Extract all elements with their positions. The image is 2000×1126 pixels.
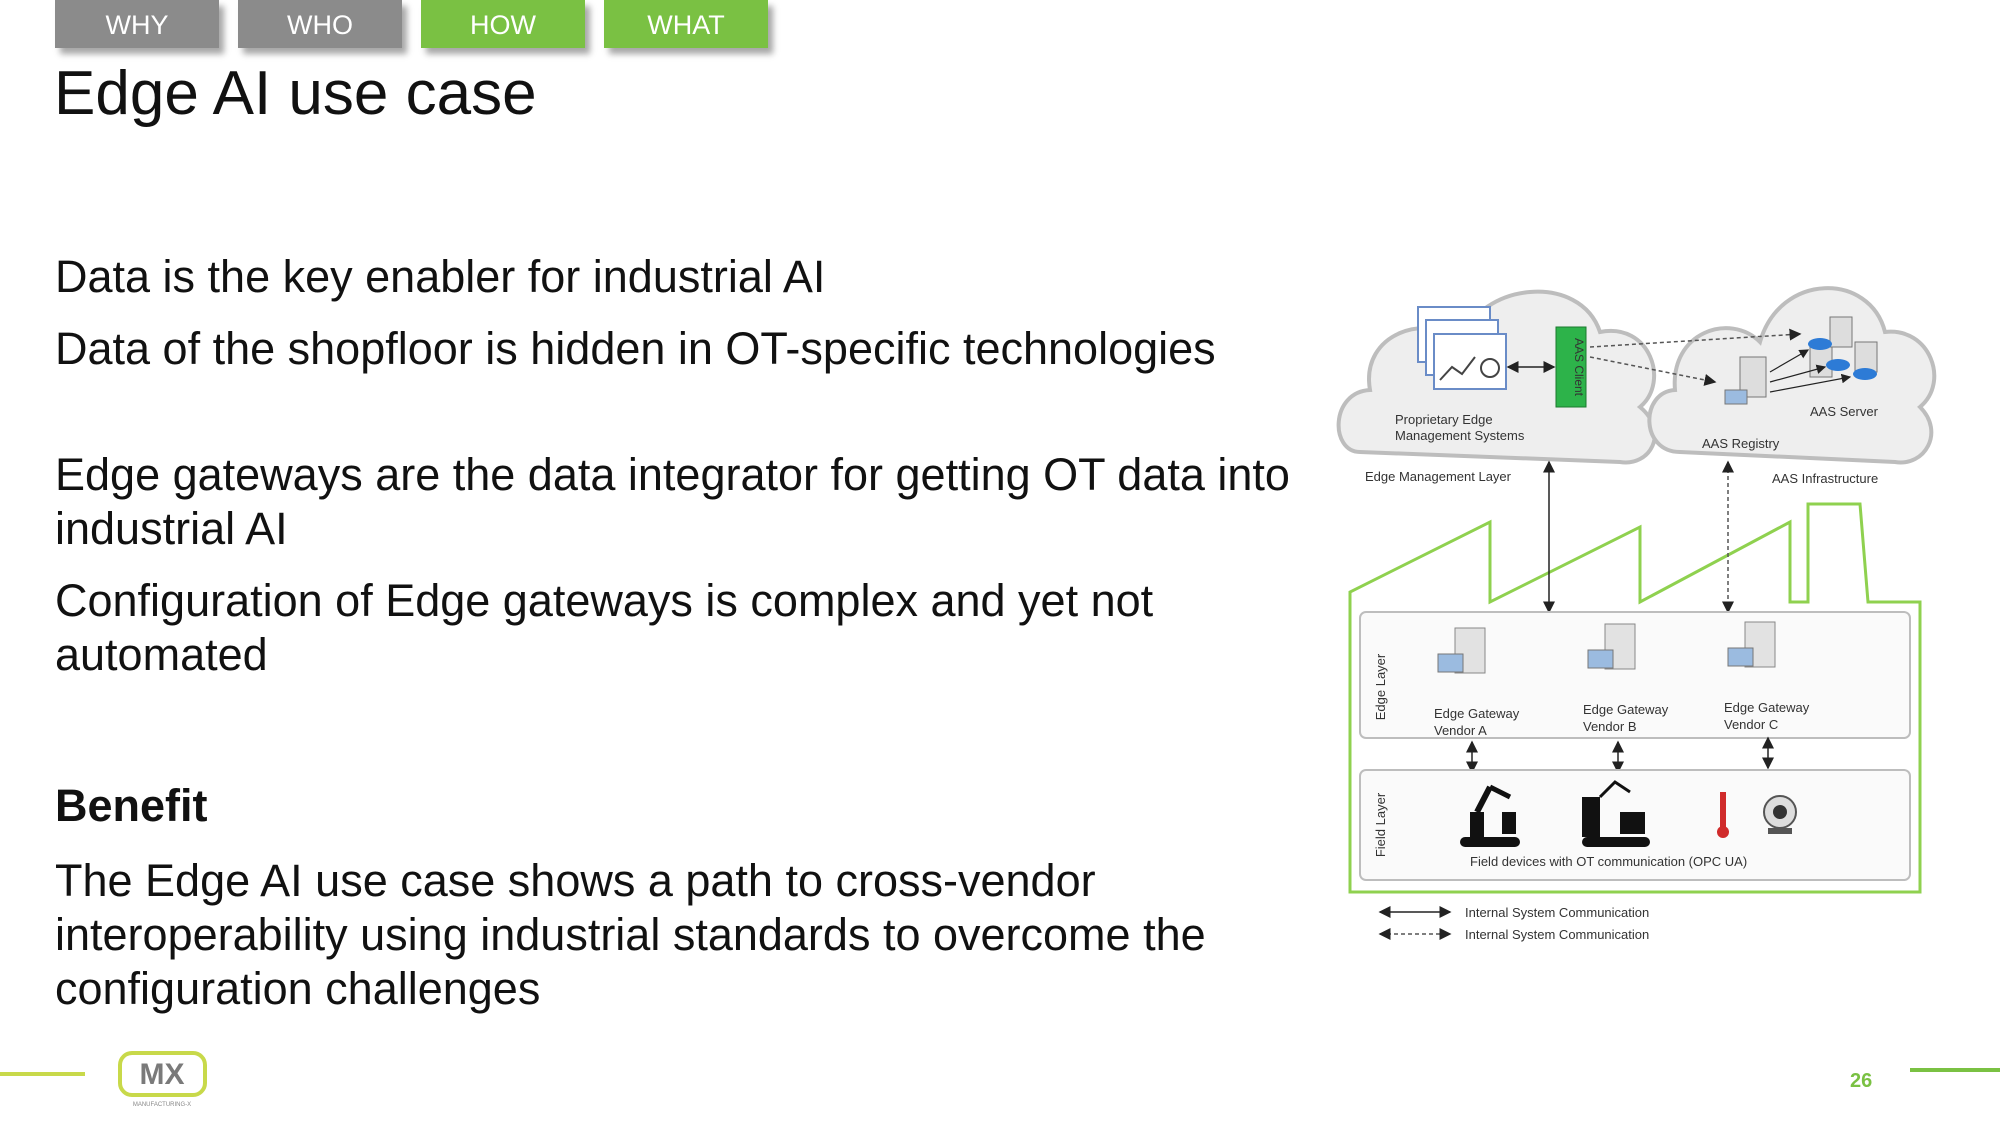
aas-infrastructure-label: AAS Infrastructure — [1772, 471, 1878, 486]
benefit-text: The Edge AI use case shows a path to cro… — [55, 855, 1206, 1014]
manufacturing-x-logo: MX MANUFACTURING-X — [118, 1051, 207, 1108]
gateway-a-label-2: Vendor A — [1434, 723, 1487, 738]
aas-server-label: AAS Server — [1810, 404, 1879, 419]
architecture-diagram: AAS Client Proprietary Edge Management S… — [1336, 286, 1937, 942]
edge-layer-label: Edge Layer — [1373, 653, 1388, 720]
gateway-c-icon — [1727, 621, 1776, 668]
camera-icon — [1763, 795, 1797, 834]
gateway-b-icon — [1587, 623, 1636, 670]
aas-registry-label: AAS Registry — [1702, 436, 1780, 451]
legend-solid-label: Internal System Communication — [1465, 905, 1649, 920]
factory-outline — [1348, 502, 1922, 894]
tab-what[interactable]: WHAT — [604, 0, 768, 48]
edge-management-layer-label: Edge Management Layer — [1365, 469, 1512, 484]
machine-icon — [1582, 780, 1650, 847]
footer-line-right — [1910, 1068, 2000, 1072]
logo-subtext: MANUFACTURING-X — [133, 1102, 191, 1108]
dashboard-windows-icon — [1417, 306, 1507, 390]
tab-who[interactable]: WHO — [238, 0, 402, 48]
gateway-a-label-1: Edge Gateway — [1434, 706, 1520, 721]
page-title: Edge AI use case — [54, 59, 537, 128]
gateway-b-label-1: Edge Gateway — [1583, 702, 1669, 717]
benefit-heading: Benefit — [55, 780, 208, 831]
gateway-c-label-2: Vendor C — [1724, 717, 1778, 732]
field-devices-label: Field devices with OT communication (OPC… — [1470, 854, 1747, 869]
page-number: 26 — [1850, 1070, 1873, 1092]
thermometer-icon — [1717, 792, 1729, 838]
robot-arm-icon — [1460, 784, 1520, 847]
gateway-a-icon — [1437, 627, 1486, 674]
bullet-item: Data of the shopfloor is hidden in OT-sp… — [55, 323, 1216, 374]
footer-line-left — [0, 1072, 85, 1076]
aas-registry-icon — [1724, 356, 1767, 405]
gateway-c-label-1: Edge Gateway — [1724, 700, 1810, 715]
legend-dashed-label: Internal System Communication — [1465, 927, 1649, 942]
proprietary-systems-label-1: Proprietary Edge — [1395, 412, 1493, 427]
tab-how[interactable]: HOW — [421, 0, 585, 48]
cloud-aas-infrastructure — [1647, 286, 1937, 465]
tab-why[interactable]: WHY — [55, 0, 219, 48]
proprietary-systems-label-2: Management Systems — [1395, 428, 1525, 443]
aas-client-box: AAS Client — [1555, 326, 1587, 408]
gateway-b-label-2: Vendor B — [1583, 719, 1637, 734]
aas-client-label: AAS Client — [1572, 338, 1586, 397]
field-layer-label: Field Layer — [1373, 792, 1388, 857]
bullet-item: Edge gateways are the data integrator fo… — [55, 449, 1290, 554]
bullet-item: Data is the key enabler for industrial A… — [55, 251, 826, 302]
logo-text: MX — [140, 1058, 185, 1091]
bullet-item: Configuration of Edge gateways is comple… — [55, 575, 1154, 680]
